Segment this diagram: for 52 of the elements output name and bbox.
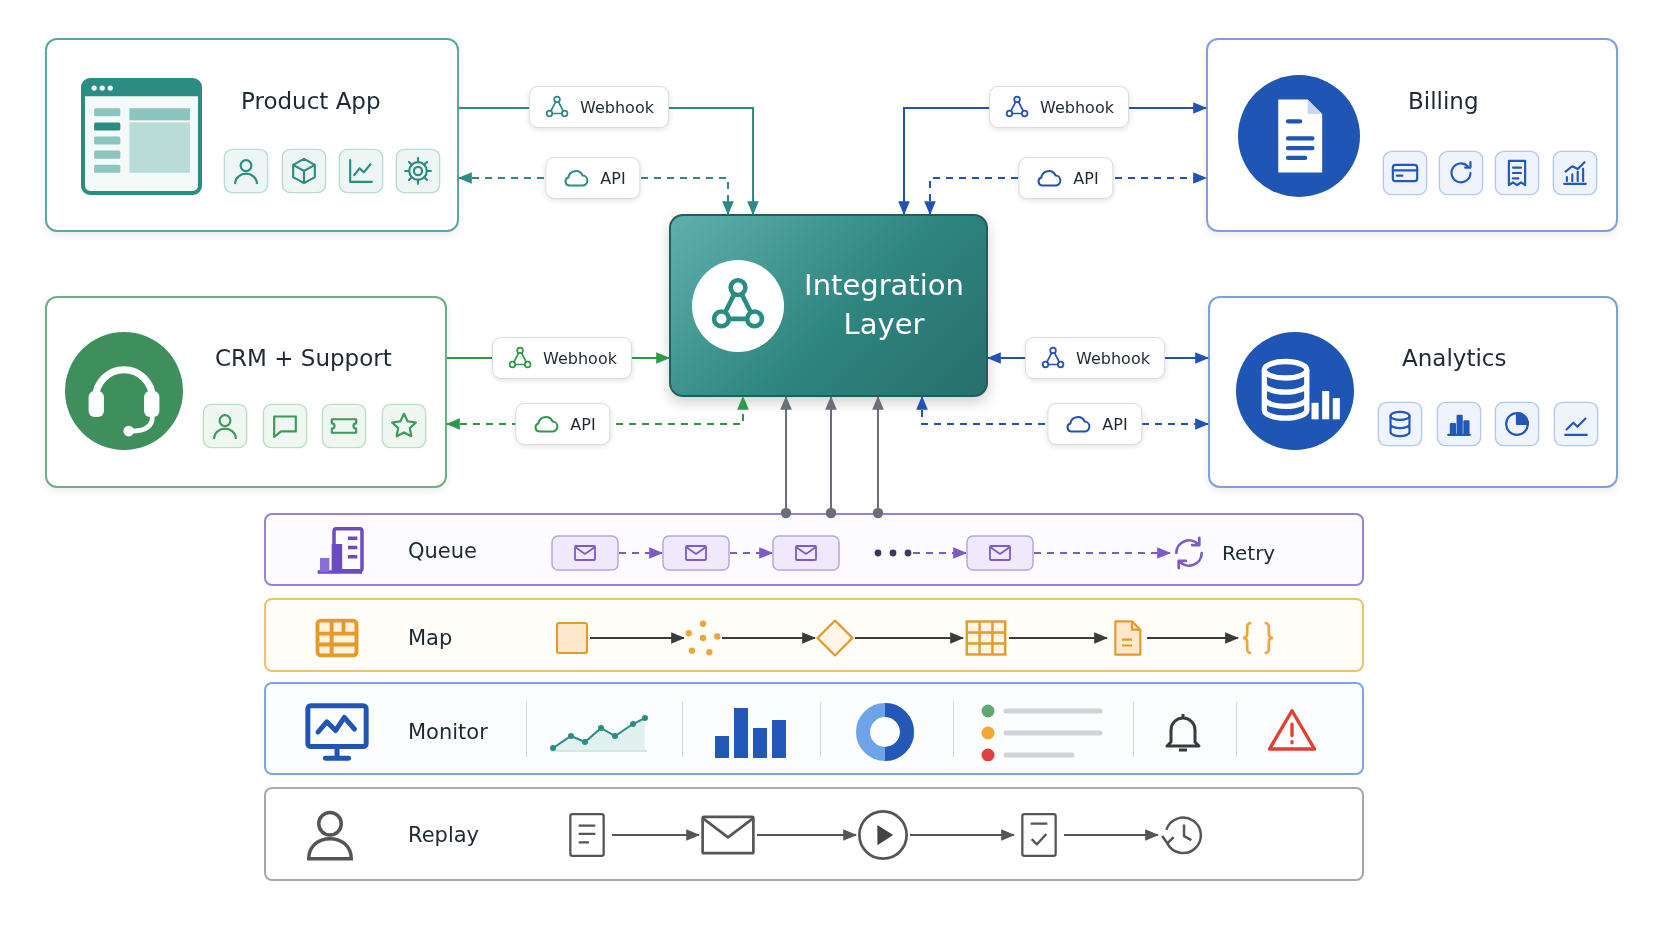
swimlane xyxy=(264,682,1364,775)
dashed-arrow xyxy=(618,547,664,559)
arrow xyxy=(756,829,858,841)
node-title: CRM + Support xyxy=(215,345,392,371)
edge-label: Webhook xyxy=(1040,97,1114,117)
system-card xyxy=(45,296,447,488)
arrow xyxy=(854,632,965,644)
dashed-arrow xyxy=(1033,547,1172,559)
arrow xyxy=(1063,829,1160,841)
scattered-dots-icon xyxy=(684,619,722,657)
swimlane xyxy=(264,598,1364,672)
arrow xyxy=(909,829,1016,841)
hub-title: Integration Layer xyxy=(803,267,965,344)
diamond-icon xyxy=(815,618,855,658)
ellipsis-icon xyxy=(873,548,913,558)
hub-box xyxy=(669,214,988,397)
dashed-arrow xyxy=(912,547,968,559)
edge-label: Webhook xyxy=(543,348,617,368)
swimlane xyxy=(264,787,1364,881)
message-card-icon xyxy=(662,535,730,571)
swimlane xyxy=(264,513,1364,586)
system-card xyxy=(1206,38,1618,232)
edge-label: Webhook xyxy=(580,97,654,117)
node-title: Billing xyxy=(1408,88,1479,114)
arrow xyxy=(611,829,701,841)
edge-label: API xyxy=(1102,414,1128,434)
edge-label: Webhook xyxy=(1076,348,1150,368)
dashed-arrow xyxy=(729,547,774,559)
lane-title: Queue xyxy=(408,539,477,563)
arrow xyxy=(825,395,837,519)
lane-title: Monitor xyxy=(408,720,488,744)
lane-title: Map xyxy=(408,626,453,650)
system-card xyxy=(45,38,459,232)
arrow xyxy=(780,395,792,519)
node-label: Retry xyxy=(1222,541,1276,565)
edge-label: API xyxy=(570,414,596,434)
node-title: Product App xyxy=(241,88,381,114)
arrow xyxy=(589,632,686,644)
lane-title: Replay xyxy=(408,823,480,847)
arrow xyxy=(872,395,884,519)
message-card-icon xyxy=(551,535,619,571)
node-title: Analytics xyxy=(1402,345,1507,371)
system-card xyxy=(1208,296,1618,488)
edge-label: API xyxy=(600,168,626,188)
arrow xyxy=(1146,632,1240,644)
square-icon xyxy=(554,620,590,656)
play-icon xyxy=(856,808,910,862)
arrow xyxy=(1008,632,1109,644)
arrow xyxy=(721,632,817,644)
edge-label: API xyxy=(1073,168,1099,188)
message-card-icon xyxy=(772,535,840,571)
message-card-icon xyxy=(966,535,1034,571)
